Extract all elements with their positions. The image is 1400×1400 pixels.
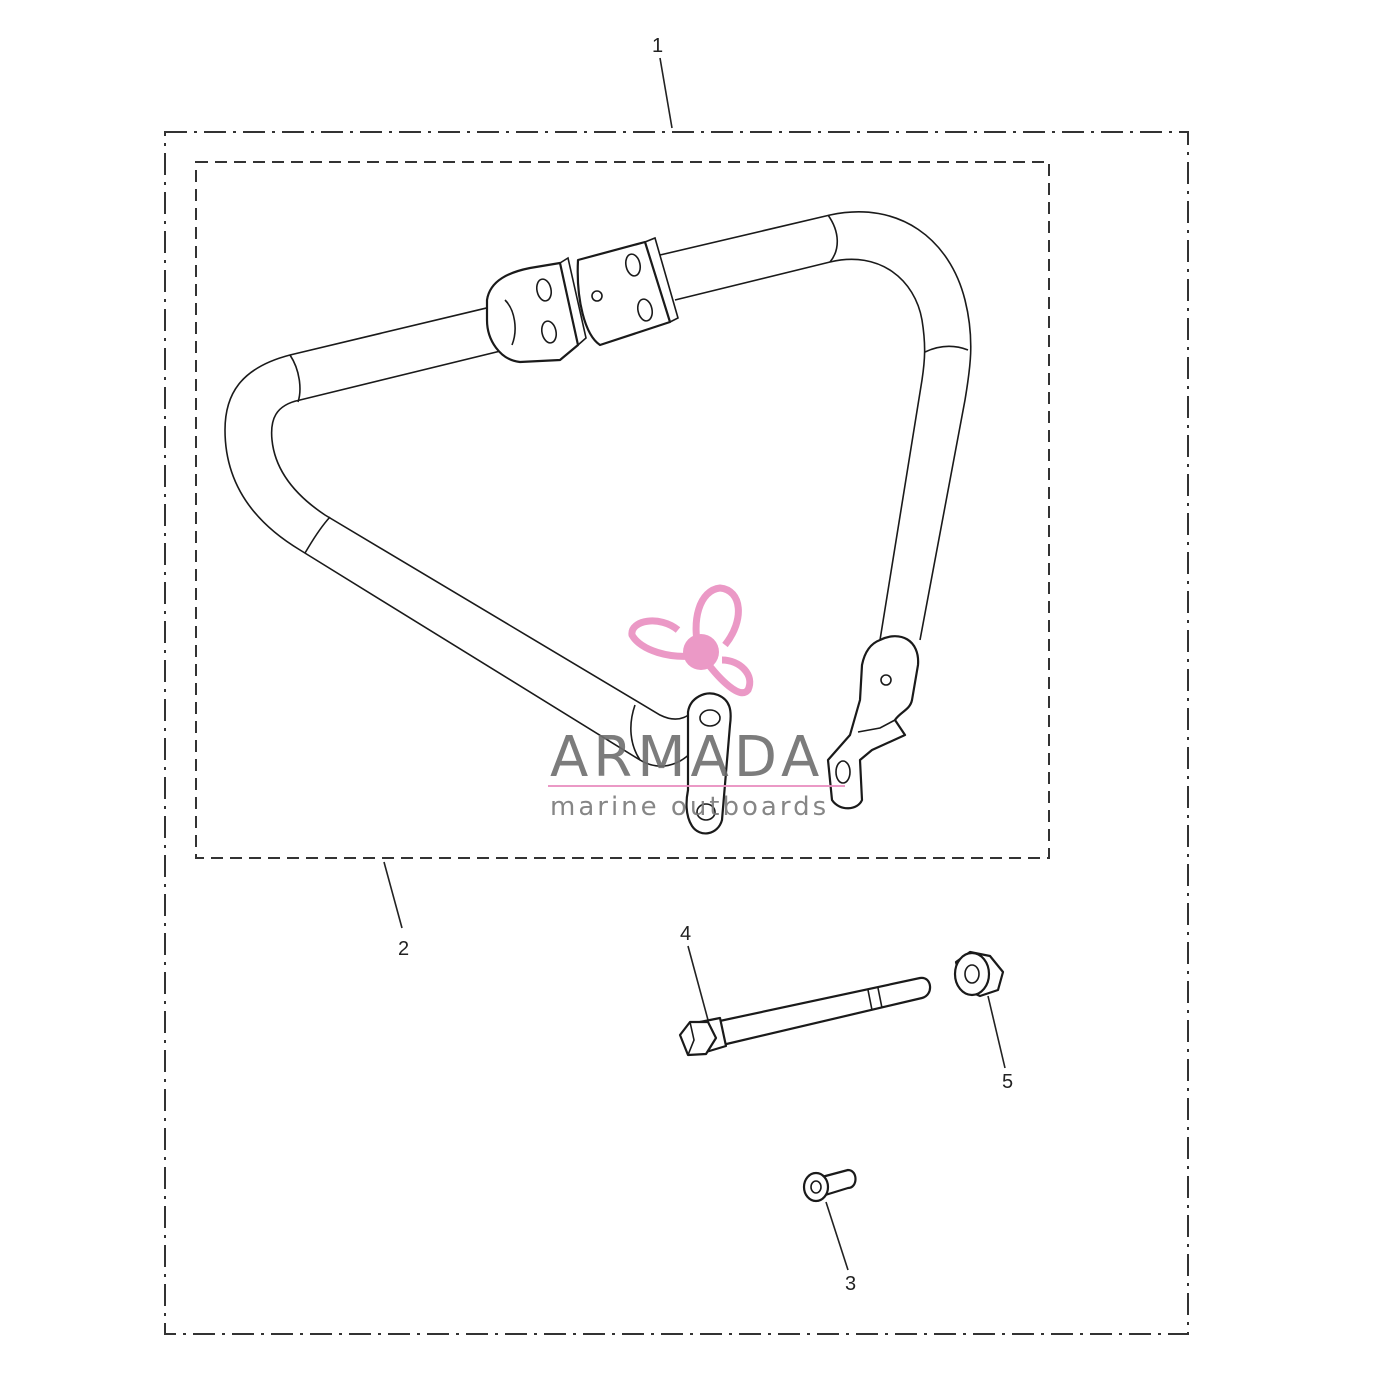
flange-nut xyxy=(953,950,1005,998)
kit-boundary-outer xyxy=(164,131,1189,1335)
callout-1: 1 xyxy=(652,35,663,57)
crash-bar xyxy=(224,211,972,835)
socket-screw xyxy=(802,1168,857,1203)
assembly-boundary-inner xyxy=(195,161,1050,859)
flange-bolt xyxy=(678,976,932,1057)
callout-4: 4 xyxy=(680,923,691,945)
watermark-brand: ARMADA xyxy=(550,725,824,790)
callout-3: 3 xyxy=(845,1273,856,1295)
watermark-tagline: marine outboards xyxy=(550,792,829,822)
armada-watermark: ARMADA marine outboards xyxy=(548,584,845,822)
callout-5: 5 xyxy=(1002,1071,1013,1093)
propeller-logo-icon xyxy=(628,584,754,697)
callout-2: 2 xyxy=(398,938,409,960)
